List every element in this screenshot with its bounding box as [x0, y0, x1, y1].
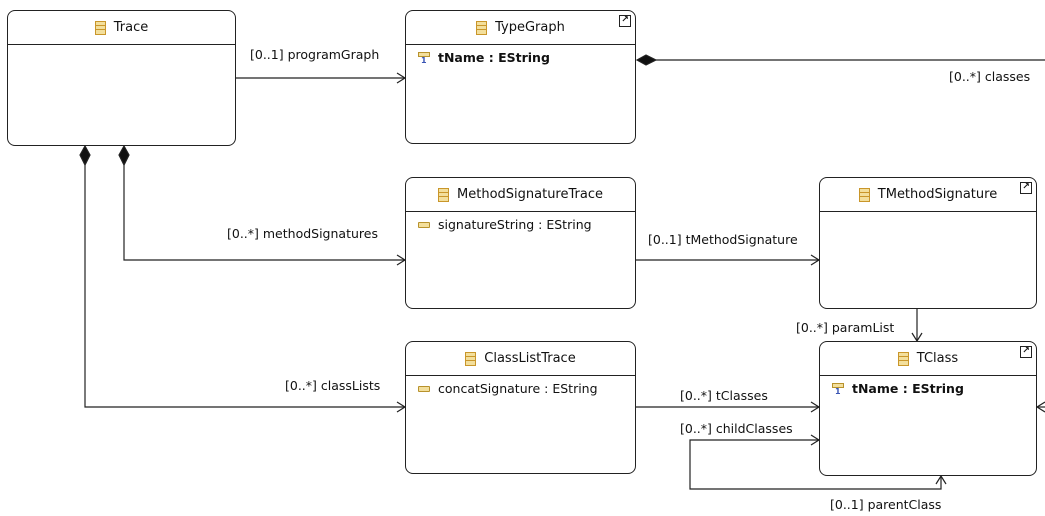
id-attribute-icon: 1	[832, 382, 844, 396]
class-name: TypeGraph	[495, 20, 565, 35]
class-methodsignaturetrace[interactable]: MethodSignatureTrace signatureString : E…	[405, 177, 636, 309]
class-typegraph[interactable]: TypeGraph ↗ 1 tName : EString	[405, 10, 636, 144]
attribute-label: signatureString : EString	[438, 217, 592, 232]
class-classlisttrace[interactable]: ClassListTrace concatSignature : EString	[405, 341, 636, 474]
arrowhead	[1035, 401, 1045, 413]
class-icon	[438, 187, 450, 202]
class-icon	[476, 20, 488, 35]
class-icon	[897, 351, 909, 366]
class-name: TMethodSignature	[877, 187, 998, 202]
label-paramList: [0..*] paramList	[796, 320, 895, 335]
id-attribute-icon: 1	[418, 51, 430, 65]
class-icon	[94, 20, 106, 35]
attribute-icon	[418, 221, 430, 228]
arrowhead	[935, 474, 947, 485]
containment-diamond	[118, 144, 130, 167]
attribute-label: concatSignature : EString	[438, 381, 598, 396]
label-classLists: [0..*] classLists	[285, 378, 381, 393]
edge-methodSignatures[interactable]	[123, 165, 405, 261]
class-tmethodsignature[interactable]: TMethodSignature ↗	[819, 177, 1037, 309]
class-name: ClassListTrace	[484, 351, 576, 366]
edge-childClasses[interactable]	[689, 439, 942, 490]
label-tMethodSignature: [0..1] tMethodSignature	[648, 232, 798, 247]
attribute-label: tName : EString	[438, 50, 550, 65]
label-tClasses: [0..*] tClasses	[680, 388, 768, 403]
attribute-row[interactable]: concatSignature : EString	[406, 376, 635, 396]
label-classes: [0..*] classes	[949, 69, 1031, 84]
shortcut-arrow-icon[interactable]: ↗	[1020, 346, 1032, 358]
label-childClasses: [0..*] childClasses	[680, 421, 793, 436]
label-methodSignatures: [0..*] methodSignatures	[227, 226, 378, 241]
class-name: MethodSignatureTrace	[457, 187, 603, 202]
containment-diamond	[79, 144, 91, 167]
class-trace[interactable]: Trace	[7, 10, 236, 146]
label-programGraph: [0..1] programGraph	[250, 47, 380, 62]
shortcut-arrow-icon[interactable]: ↗	[1020, 182, 1032, 194]
attribute-icon	[418, 385, 430, 392]
containment-diamond	[635, 54, 658, 66]
attribute-row[interactable]: 1 tName : EString	[406, 45, 635, 65]
class-tclass[interactable]: TClass ↗ 1 tName : EString	[819, 341, 1037, 476]
class-icon	[465, 351, 477, 366]
edge-classLists[interactable]	[84, 165, 405, 408]
attribute-row[interactable]: 1 tName : EString	[820, 376, 1036, 396]
label-parentClass: [0..1] parentClass	[830, 497, 942, 512]
attribute-label: tName : EString	[852, 381, 964, 396]
class-name: Trace	[113, 20, 149, 35]
shortcut-arrow-icon[interactable]: ↗	[619, 15, 631, 27]
class-icon	[858, 187, 870, 202]
attribute-row[interactable]: signatureString : EString	[406, 212, 635, 232]
class-name: TClass	[916, 351, 959, 366]
